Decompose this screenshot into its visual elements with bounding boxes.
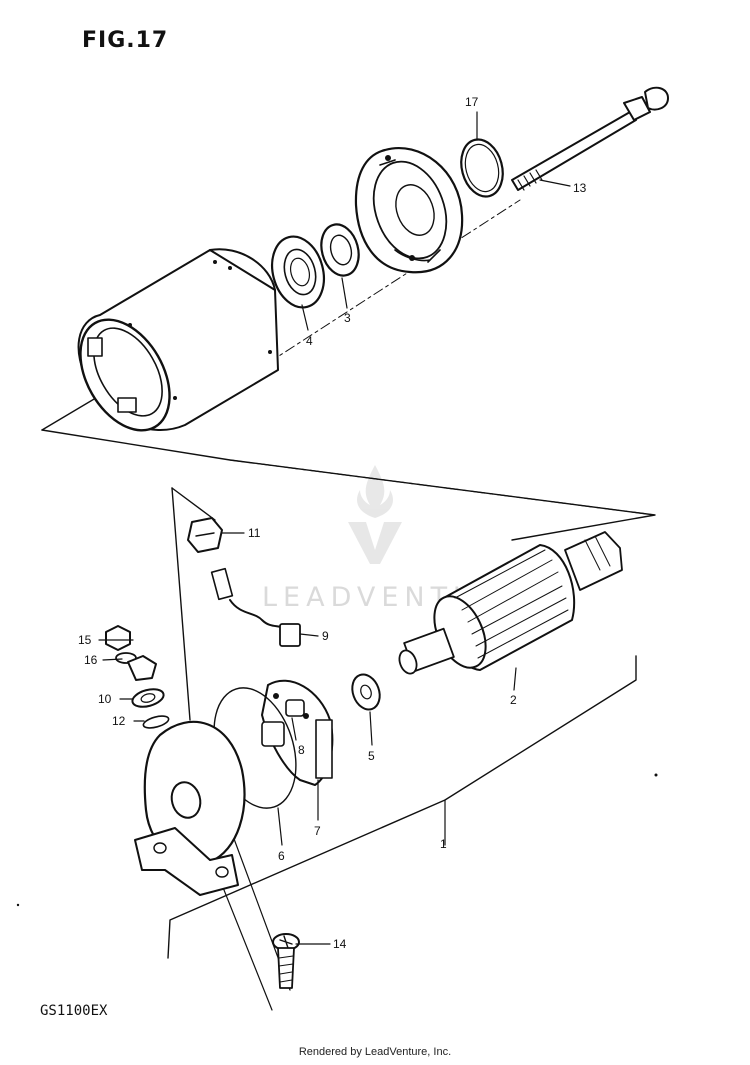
oil-seal-part <box>320 223 360 277</box>
starter-yoke-housing <box>77 248 279 432</box>
nut-part <box>105 625 131 651</box>
watermark-logo-icon <box>348 465 402 564</box>
part-label: 10 <box>98 692 112 706</box>
part-label: 13 <box>573 181 587 195</box>
part-label-group: 1 2 3 4 5 6 7 8 9 10 11 12 13 14 15 16 1… <box>78 95 587 951</box>
o-ring-part <box>460 138 504 198</box>
part-label: 4 <box>306 334 313 348</box>
part-label: 14 <box>333 937 347 951</box>
part-label: 2 <box>510 693 517 707</box>
screw-part <box>272 933 300 989</box>
brush-holder-part <box>261 679 334 786</box>
brush-lead-part <box>210 567 301 647</box>
part-label: 7 <box>314 824 321 838</box>
armature-part <box>398 531 623 675</box>
part-label: 8 <box>298 743 305 757</box>
insulator-washer-part <box>131 688 165 708</box>
part-label: 1 <box>440 837 447 851</box>
label-leaders <box>98 111 571 945</box>
terminal-insulator-part <box>187 517 223 553</box>
part-label: 3 <box>344 311 351 325</box>
bearing-part <box>271 235 325 309</box>
render-credit: Rendered by LeadVenture, Inc. <box>298 1046 452 1058</box>
model-code: GS1100EX <box>40 1003 108 1019</box>
part-label: 12 <box>112 714 126 728</box>
thrust-washer-part <box>351 673 381 711</box>
part-label: 17 <box>465 95 479 109</box>
terminal-nut-part <box>127 655 157 681</box>
long-bolt-part <box>511 86 669 191</box>
part-label: 15 <box>78 633 92 647</box>
part-label: 9 <box>322 629 329 643</box>
figure-title: FIG.17 <box>82 28 169 53</box>
o-ring-tiny-part <box>142 715 170 729</box>
part-label: 5 <box>368 749 375 763</box>
part-label: 11 <box>248 526 261 540</box>
rear-cover-part <box>134 720 246 896</box>
part-label: 16 <box>84 653 98 667</box>
end-housing-part <box>354 147 464 274</box>
part-label: 6 <box>278 849 285 863</box>
